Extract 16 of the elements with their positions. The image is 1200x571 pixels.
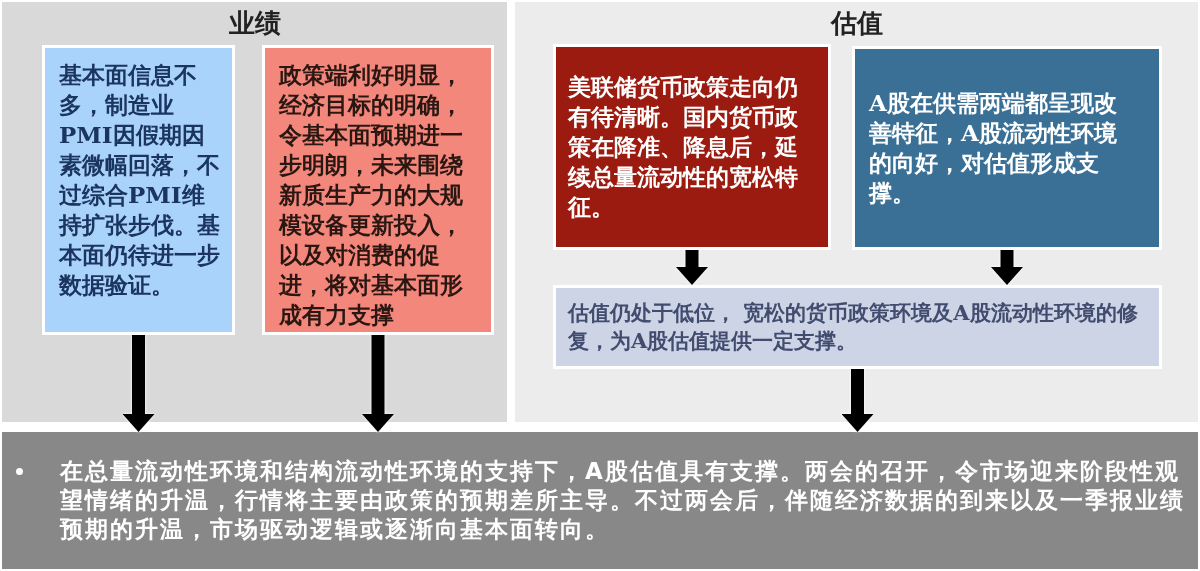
arrow xyxy=(676,250,708,285)
conclusion-text: 在总量流动性环境和结构流动性环境的支持下，A股估值具有支撑。两会的召开，令市场迎来阶段性观望情绪的升温，行情将主要由政策的预期差所主导。不过两会后，伴随经济数据的到来以及一季报业绩预期的升温，市场驱动逻辑或逐渐向基本面转向。 xyxy=(60,457,1186,544)
section-heading: 业绩 xyxy=(228,7,281,39)
section-panel xyxy=(515,2,1198,422)
arrow xyxy=(991,250,1023,285)
section-heading: 估值 xyxy=(830,7,883,39)
info-box: A股在供需两端都呈现改善特征，A股流动性环境的向好，对估值形成支撑。 xyxy=(852,46,1162,250)
info-box: 基本面信息不多，制造业PMI因假期因素微幅回落，不过综合PMI维持扩张步伐。基本面仍待进一步数据验证。 xyxy=(42,45,235,335)
arrow xyxy=(841,369,874,432)
arrow xyxy=(362,335,394,432)
conclusion-band xyxy=(2,432,1198,569)
summary-box: 估值仍处于低位， 宽松的货币政策环境及A股流动性环境的修复，为A股估值提供一定支撑。 xyxy=(553,285,1162,369)
section-panel xyxy=(2,2,507,422)
info-box: 政策端利好明显，经济目标的明确，令基本面预期进一步明朗，未来围绕新质生产力的大规模设备更新投入，以及对消费的促进，将对基本面形成有力支撑 xyxy=(262,45,494,335)
info-box: 美联储货币政策走向仍有待清晰。国内货币政策在降准、降息后，延续总量流动性的宽松特征。 xyxy=(553,44,831,250)
arrow xyxy=(122,335,155,432)
